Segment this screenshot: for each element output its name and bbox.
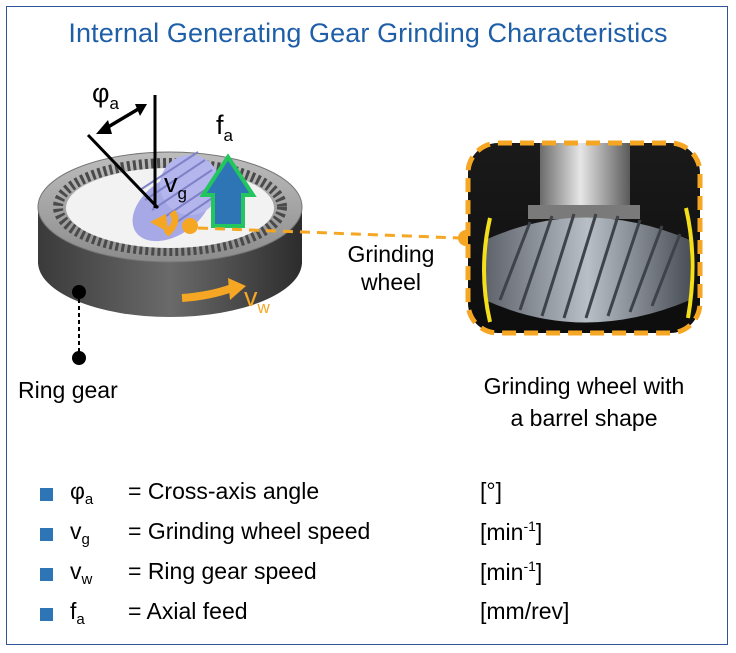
legend-description: = Cross-axis angle bbox=[128, 478, 320, 504]
cross-axis-angle-arrow bbox=[96, 104, 147, 134]
phi-a-symbol: φa bbox=[92, 78, 119, 113]
vw-symbol: vw bbox=[244, 282, 270, 317]
legend-description: = Axial feed bbox=[128, 598, 248, 624]
legend-symbol: vw bbox=[70, 558, 93, 588]
diagram-title: Internal Generating Gear Grinding Charac… bbox=[68, 18, 668, 48]
legend-unit: [min-1] bbox=[480, 558, 543, 585]
legend-symbol: vg bbox=[70, 518, 90, 548]
bullet-icon bbox=[40, 528, 53, 541]
diagram-frame bbox=[6, 6, 728, 645]
barrel-caption: Grinding wheel with a barrel shape bbox=[483, 373, 685, 431]
fa-symbol: fa bbox=[216, 110, 233, 145]
ring-gear-marker-top bbox=[72, 285, 86, 299]
grinding-wheel-leader bbox=[197, 226, 461, 240]
grinding-wheel-label: Grinding wheel bbox=[347, 241, 435, 295]
legend-row-cross-axis-angle: φa = Cross-axis angle [°] bbox=[40, 478, 660, 518]
legend-unit: [°] bbox=[480, 478, 502, 504]
ring-gear-label: Ring gear bbox=[18, 377, 118, 403]
legend-unit: [mm/rev] bbox=[480, 598, 570, 624]
ring-gear-marker-bottom bbox=[72, 351, 86, 365]
legend-row-grinding-wheel-speed: vg = Grinding wheel speed [min-1] bbox=[40, 518, 660, 558]
legend: φa = Cross-axis angle [°] vg = Grinding … bbox=[40, 478, 660, 638]
axis-tilted-line bbox=[86, 133, 160, 210]
legend-symbol: φa bbox=[70, 478, 94, 508]
vg-symbol: vg bbox=[164, 168, 187, 203]
rotation-arrow-icon bbox=[181, 284, 234, 302]
legend-row-axial-feed: fa = Axial feed [mm/rev] bbox=[40, 598, 660, 638]
legend-description: = Grinding wheel speed bbox=[128, 518, 371, 544]
vg-arrow bbox=[163, 209, 179, 237]
vw-arrowhead bbox=[228, 278, 246, 300]
legend-row-ring-gear-speed: vw = Ring gear speed [min-1] bbox=[40, 558, 660, 598]
bullet-icon bbox=[40, 568, 53, 581]
bullet-icon bbox=[40, 608, 53, 621]
barrel-contour-right bbox=[684, 207, 695, 319]
feed-arrow-icon bbox=[199, 153, 257, 228]
legend-unit: [min-1] bbox=[480, 518, 543, 545]
legend-description: = Ring gear speed bbox=[128, 558, 317, 584]
barrel-wheel-photo bbox=[465, 140, 703, 336]
barrel-contour-left bbox=[482, 217, 492, 323]
grinding-wheel-marker bbox=[182, 218, 198, 234]
legend-symbol: fa bbox=[70, 598, 85, 628]
bullet-icon bbox=[40, 488, 53, 501]
vg-arrowhead bbox=[150, 214, 168, 232]
